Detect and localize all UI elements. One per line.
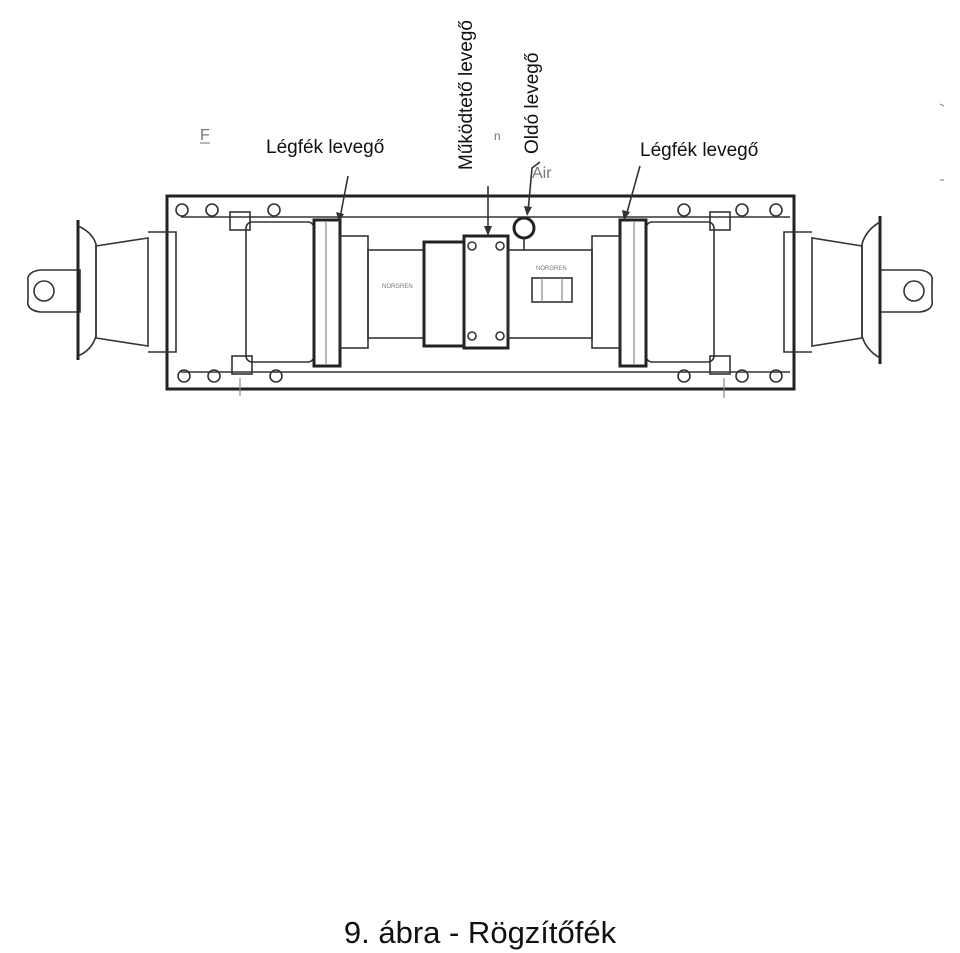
release-air-label: Oldó levegő [522,52,543,154]
corner-letter: F [200,127,210,144]
right-bearing-housing [591,218,715,368]
svg-text:NORGREN: NORGREN [382,284,413,290]
left-shaft-eye [26,220,177,360]
left-bearing-housing [245,218,369,368]
scan-artifacts: F n Air [200,103,945,398]
frame-bolts [175,203,783,383]
brake-cylinder: NORGREN NORGREN [367,234,593,350]
pointer-arrows [336,161,641,236]
figure-caption: 9. ábra - Rögzítőfék [343,915,617,950]
release-air-fitting [512,216,536,250]
air-label: Air [532,165,552,182]
svg-text:NORGREN: NORGREN [536,266,567,272]
outer-frame [165,194,796,391]
right-shaft-eye [783,216,934,364]
air-brake-left-label: Légfék levegő [266,137,385,158]
actuating-air-label: Működtető levegő [456,20,477,170]
n-letter: n [494,129,501,143]
air-brake-right-label: Légfék levegő [640,140,759,161]
